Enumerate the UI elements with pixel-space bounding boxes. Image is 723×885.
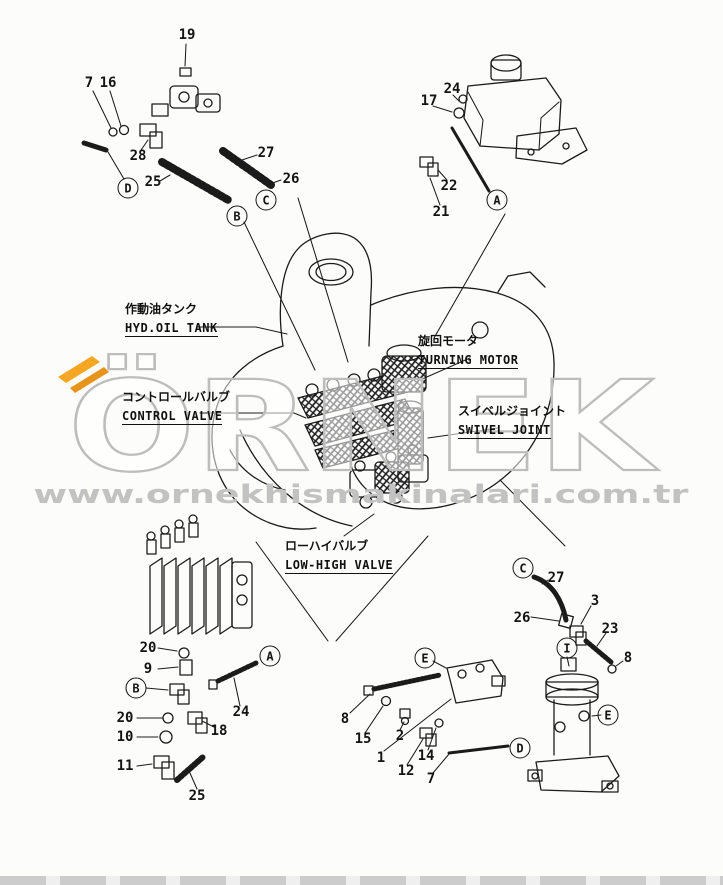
swivel-joint-assembly-drawing bbox=[527, 574, 624, 793]
part-number-27: 27 bbox=[547, 570, 565, 586]
ref-circle-A: A bbox=[486, 189, 508, 211]
watermark-url-text: www.ornekhismakinalari.com.tr bbox=[34, 480, 689, 510]
part-number-14: 14 bbox=[417, 748, 435, 764]
label-jp-text: コントロールバルブ bbox=[122, 390, 231, 404]
part-number-28: 28 bbox=[129, 148, 147, 164]
watermark-accent2-icon bbox=[70, 367, 109, 393]
part-number-15: 15 bbox=[354, 731, 372, 747]
label-control-valve: コントロールバルブ CONTROL VALVE bbox=[122, 388, 230, 425]
control-valve-bank-drawing bbox=[136, 514, 259, 790]
part-number-3: 3 bbox=[590, 593, 600, 609]
ref-circle-I: I bbox=[556, 637, 578, 659]
ref-circle-E: E bbox=[597, 704, 619, 726]
part-number-22: 22 bbox=[440, 178, 458, 194]
label-en-text: TURNING MOTOR bbox=[418, 353, 519, 369]
label-jp-text: ローハイバルブ bbox=[285, 539, 369, 553]
label-en-text: HYD.OIL TANK bbox=[125, 321, 218, 337]
part-number-26: 26 bbox=[282, 171, 300, 187]
part-number-2: 2 bbox=[395, 728, 405, 744]
watermark-accent-icon bbox=[58, 356, 100, 383]
part-number-24: 24 bbox=[443, 81, 461, 97]
part-number-9: 9 bbox=[143, 661, 153, 677]
ref-circle-B: B bbox=[226, 205, 248, 227]
part-number-26: 26 bbox=[513, 610, 531, 626]
ref-circle-B: B bbox=[125, 677, 147, 699]
label-low-high-valve: ローハイバルブ LOW-HIGH VALVE bbox=[285, 537, 394, 574]
part-number-20: 20 bbox=[116, 710, 134, 726]
part-number-16: 16 bbox=[99, 75, 117, 91]
connector-lines bbox=[243, 197, 566, 642]
part-number-21: 21 bbox=[432, 204, 450, 220]
part-number-10: 10 bbox=[116, 729, 134, 745]
part-number-11: 11 bbox=[116, 758, 134, 774]
label-jp-text: 作動油タンク bbox=[125, 302, 198, 316]
part-number-7: 7 bbox=[84, 75, 94, 91]
part-number-27: 27 bbox=[257, 145, 275, 161]
part-number-19: 19 bbox=[178, 27, 196, 43]
ref-circle-A: A bbox=[259, 645, 281, 667]
label-swivel-joint: スイベルジョイント SWIVEL JOINT bbox=[458, 402, 566, 439]
label-turning-motor: 旋回モータ TURNING MOTOR bbox=[418, 332, 519, 369]
ref-circle-D: D bbox=[117, 177, 139, 199]
part-number-18: 18 bbox=[210, 723, 228, 739]
part-number-25: 25 bbox=[144, 174, 162, 190]
watermark-brand-text: ÖRNEK bbox=[68, 354, 659, 500]
part-number-1: 1 bbox=[376, 750, 386, 766]
part-number-8: 8 bbox=[623, 650, 633, 666]
part-number-23: 23 bbox=[601, 621, 619, 637]
label-jp-text: スイベルジョイント bbox=[458, 404, 567, 418]
scan-artifact-strip bbox=[0, 876, 723, 885]
part-number-17: 17 bbox=[420, 93, 438, 109]
ref-circle-C: C bbox=[512, 557, 534, 579]
turning-motor-assembly-drawing bbox=[419, 54, 588, 206]
ref-circle-D: D bbox=[509, 737, 531, 759]
label-hyd-oil-tank: 作動油タンク HYD.OIL TANK bbox=[125, 300, 218, 337]
label-jp-text: 旋回モータ bbox=[418, 334, 479, 348]
part-number-20: 20 bbox=[139, 640, 157, 656]
part-number-24: 24 bbox=[232, 704, 250, 720]
label-en-text: SWIVEL JOINT bbox=[458, 423, 551, 439]
label-leader-lines bbox=[197, 326, 499, 537]
ref-circle-C: C bbox=[255, 189, 277, 211]
part-number-7: 7 bbox=[426, 771, 436, 787]
part-number-12: 12 bbox=[397, 763, 415, 779]
low-high-valve-parts-drawing bbox=[349, 659, 510, 774]
hose-assembly-top-left-drawing bbox=[81, 43, 282, 205]
part-number-8: 8 bbox=[340, 711, 350, 727]
label-en-text: LOW-HIGH VALVE bbox=[285, 558, 394, 574]
machine-body-drawing bbox=[211, 232, 555, 530]
part-number-25: 25 bbox=[188, 788, 206, 804]
label-en-text: CONTROL VALVE bbox=[122, 409, 223, 425]
ref-circle-E: E bbox=[414, 647, 436, 669]
